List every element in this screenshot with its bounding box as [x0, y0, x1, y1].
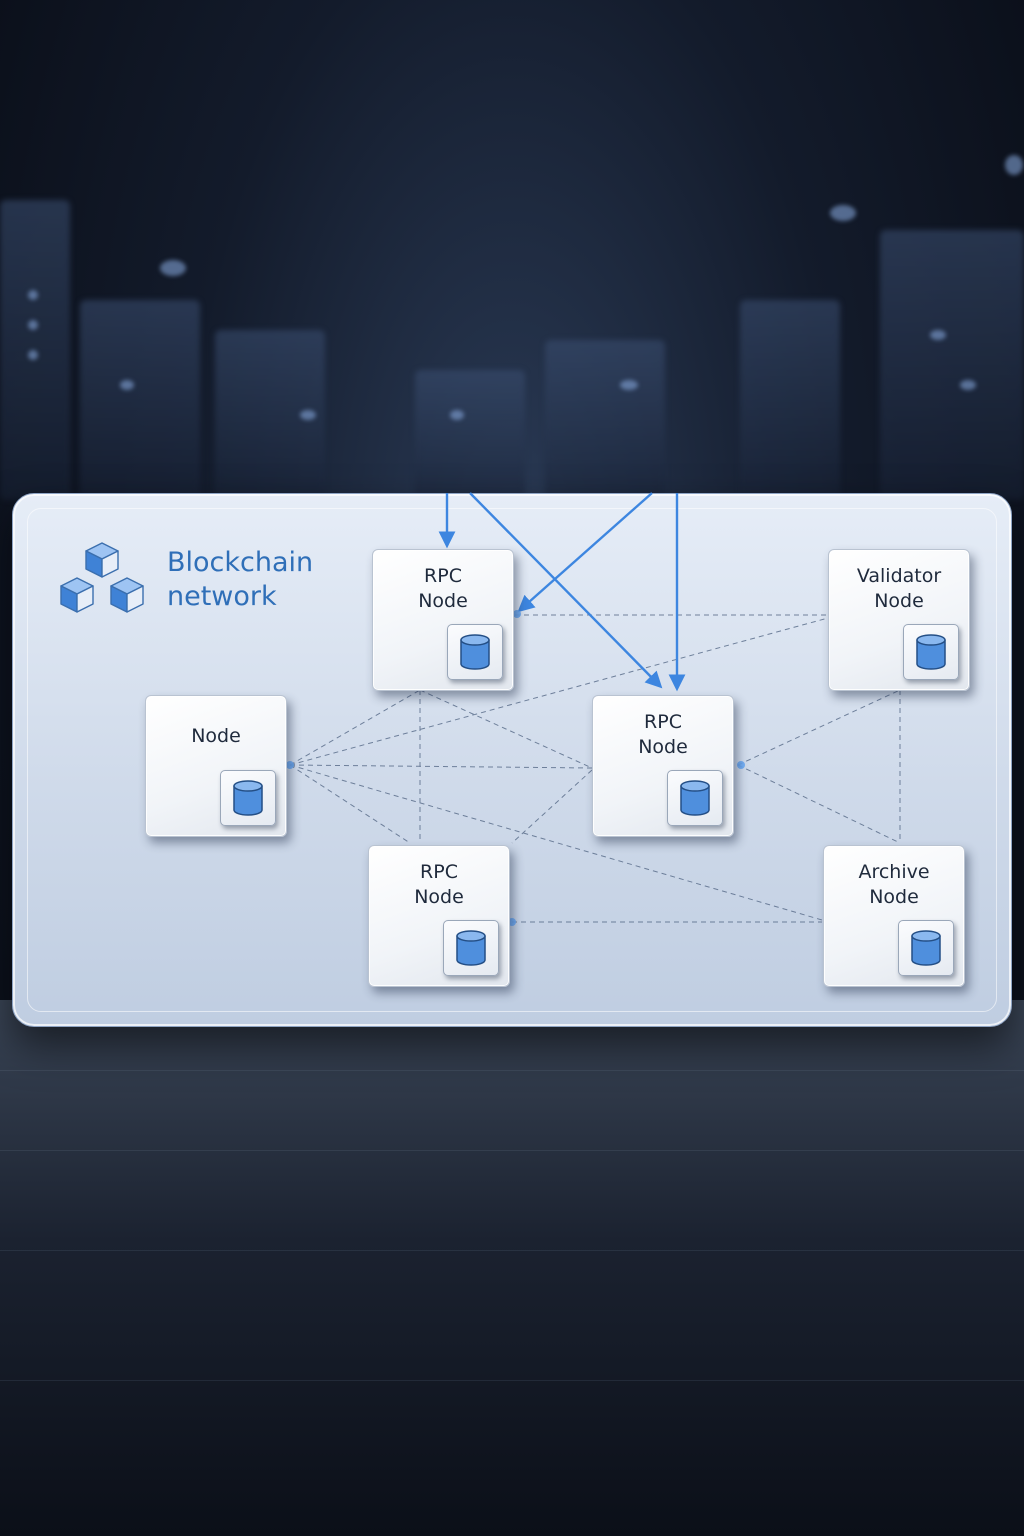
node-label: Archive Node	[858, 861, 930, 908]
database-icon	[667, 770, 723, 826]
node-label: RPC Node	[414, 861, 464, 908]
link-node-rpc-center	[289, 764, 593, 769]
link-node-rpc-top	[289, 689, 421, 766]
database-icon	[443, 920, 499, 976]
link-node-rpc-bottom	[289, 764, 411, 844]
database-icon	[898, 920, 954, 976]
glow-dot-rpc-top	[513, 610, 521, 618]
database-icon	[220, 770, 276, 826]
stacked-cubes-icon	[60, 542, 144, 613]
node-rpc-top[interactable]: RPC Node	[372, 549, 514, 691]
node-rpc-center[interactable]: RPC Node	[592, 695, 734, 837]
link-node-validator	[289, 617, 829, 766]
glow-dot-rpc-bottom	[508, 918, 516, 926]
link-rpc-top-rpc-center	[419, 689, 593, 769]
glow-dot-node	[286, 761, 294, 769]
panel-inner-border	[27, 508, 997, 1012]
node-archive[interactable]: Archive Node	[823, 845, 965, 987]
node-label: RPC Node	[418, 565, 468, 612]
link-rpc-center-archive	[737, 764, 901, 844]
floor	[0, 1000, 1024, 1536]
link-node-archive	[289, 764, 823, 921]
brand-title-line2: network	[167, 581, 277, 612]
link-rpc-center-validator	[737, 689, 901, 766]
node-label: RPC Node	[638, 711, 688, 758]
brand-title-line1: Blockchain	[167, 547, 314, 578]
node-label: Validator Node	[856, 565, 942, 612]
arrow-to-rpc-top-side	[517, 492, 653, 613]
node-plain[interactable]: Node	[145, 695, 287, 837]
link-rpc-center-rpc-bottom	[511, 769, 593, 844]
glow-dot-rpc-center	[737, 761, 745, 769]
arrow-diagonal-to-rpc-center	[469, 492, 663, 689]
node-label: Node	[191, 725, 241, 747]
node-rpc-bottom[interactable]: RPC Node	[368, 845, 510, 987]
brand-title: Blockchain network	[167, 546, 367, 614]
database-icon	[903, 624, 959, 680]
node-validator[interactable]: Validator Node	[828, 549, 970, 691]
database-icon	[447, 624, 503, 680]
